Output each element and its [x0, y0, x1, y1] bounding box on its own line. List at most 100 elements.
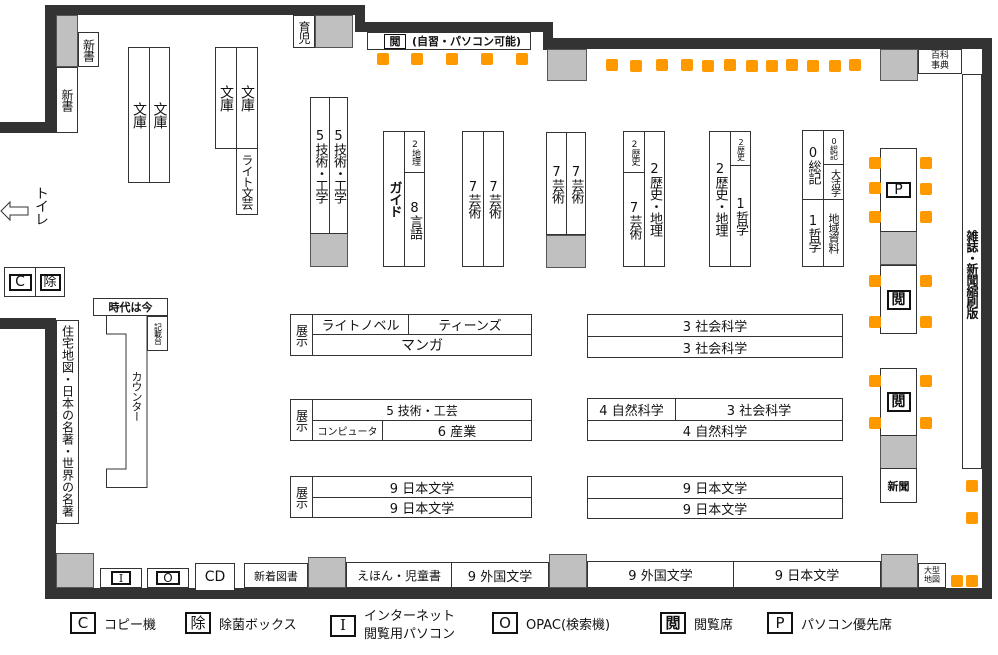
seat[interactable] — [724, 59, 736, 71]
shelf-7-geijutsu-c: 7芸術 — [546, 132, 567, 235]
seat[interactable] — [869, 182, 881, 194]
seat[interactable] — [681, 59, 693, 71]
reading-table-1[interactable]: 閲 — [880, 265, 917, 334]
wall-top-right — [543, 38, 992, 49]
legend-opac: O OPAC(検索機) — [492, 612, 610, 634]
seat[interactable] — [869, 417, 881, 429]
copy-machine-icon: C — [8, 273, 32, 291]
seat[interactable] — [481, 53, 493, 65]
pc-priority-icon: P — [767, 612, 793, 634]
shelf-9-nihon-bungaku: 9 日本文学 — [313, 477, 531, 498]
wall-top-step2 — [543, 22, 553, 50]
seat[interactable] — [446, 53, 458, 65]
seat[interactable] — [920, 275, 932, 287]
seat[interactable] — [920, 375, 932, 387]
shelf-9-nihon-bungaku: 9 日本文学 — [588, 477, 842, 499]
pc-priority-table[interactable]: P — [880, 148, 917, 232]
shelf-4-shizen-kagaku: 4 自然科学 — [588, 399, 676, 421]
seat[interactable] — [869, 275, 881, 287]
shelf-computer: コンピュータ — [313, 421, 383, 440]
seat[interactable] — [807, 60, 819, 72]
sanitizer-box[interactable]: 除 — [35, 267, 65, 297]
seat[interactable] — [516, 53, 528, 65]
shelf-hyakka-jiten: 百科事典 — [918, 49, 962, 74]
legend-internet-pc: I インターネット 閲覧用パソコン — [330, 608, 455, 643]
island-r3: 9 日本文学 9 日本文学 — [587, 476, 843, 519]
seat[interactable] — [606, 59, 618, 71]
shelf-6-sangyou: 6 産業 — [437, 425, 477, 440]
seat[interactable] — [702, 60, 714, 72]
seat[interactable] — [951, 575, 963, 587]
opac-icon: O — [156, 571, 180, 585]
pillar — [315, 15, 353, 48]
seat[interactable] — [920, 316, 932, 328]
seat[interactable] — [411, 53, 423, 65]
seat[interactable] — [869, 375, 881, 387]
island-2: 展示 5 技術・工芸 コンピュータ 6 産業 — [290, 399, 532, 441]
pillar — [547, 49, 587, 81]
counter: カウンター — [106, 316, 148, 488]
seat[interactable] — [869, 157, 881, 169]
seat[interactable] — [920, 211, 932, 223]
seat[interactable] — [829, 60, 841, 72]
pillar — [880, 231, 917, 265]
sanitizer-icon: 除 — [185, 612, 211, 634]
legend-reading-seat: 閲 閲覧席 — [660, 612, 733, 634]
seat[interactable] — [766, 60, 778, 72]
shelf-7-geijutsu-d: 7芸術 — [566, 132, 586, 235]
sanitizer-icon: 除 — [39, 273, 61, 291]
shelf-9-nihon-bungaku: 9 日本文学 — [682, 503, 748, 518]
reading-table-2[interactable]: 閲 — [880, 368, 917, 436]
seat[interactable] — [656, 59, 668, 71]
copy-machine-icon: C — [70, 612, 96, 634]
wall-left-lower-stub — [0, 318, 56, 329]
shelf-jutaku-chizu: 住宅地図・日本の名著・世界の名著 — [56, 320, 79, 524]
seat[interactable] — [869, 211, 881, 223]
shelf-shinbun: 新聞 — [880, 468, 917, 503]
seat[interactable] — [746, 60, 758, 72]
pillar — [56, 553, 94, 588]
shelf-daikatsugaku: 大活学 — [823, 164, 844, 200]
seat[interactable] — [920, 157, 932, 169]
seat[interactable] — [849, 59, 861, 71]
wall-top-left — [45, 5, 365, 15]
shelf-2-rekishi-small-a: 2歴史 — [623, 131, 645, 173]
seat[interactable] — [966, 575, 978, 587]
seat[interactable] — [377, 53, 389, 65]
copy-machine[interactable]: C — [4, 267, 36, 297]
shelf-teens: ティーンズ — [409, 315, 531, 335]
shelf-ogata-chizu: 大型地図 — [918, 563, 946, 588]
shelf-3-shakai-kagaku: 3 社会科学 — [682, 341, 748, 357]
wall-left-upper — [45, 5, 56, 133]
toilet-arrow-icon — [0, 200, 30, 226]
shelf-light-bungei: ライト文芸 — [236, 148, 258, 215]
reading-seat-icon: 閲 — [886, 392, 911, 412]
shelf-ikuji: 育児 — [293, 15, 315, 48]
opac-terminal[interactable]: O — [147, 568, 189, 588]
shelf-shinsho-top: 新書 — [78, 32, 99, 67]
shelf-2-rekishi-small-b: 2歴史 — [730, 131, 751, 166]
seat[interactable] — [786, 59, 798, 71]
seat[interactable] — [920, 417, 932, 429]
seat[interactable] — [966, 512, 978, 524]
shelf-shinchaku-tosho: 新着図書 — [244, 563, 308, 588]
wall-left-lower — [45, 318, 56, 598]
shelf-chiiki-shiryou: 地域資料 — [823, 199, 844, 267]
shelf-2-rekishi-chiri-b: 2歴史・地理 — [709, 131, 731, 267]
seat[interactable] — [966, 480, 978, 492]
internet-pc[interactable]: I — [100, 568, 142, 588]
seat[interactable] — [920, 183, 932, 195]
shelf-7-geijutsu-e: 7芸術 — [623, 172, 645, 267]
internet-pc-icon: I — [111, 571, 131, 585]
reading-seat-symbol-icon: 閲 — [384, 33, 406, 49]
tenji-label: 展示 — [291, 315, 313, 355]
pillar — [549, 554, 587, 588]
legend-pc-priority: P パソコン優先席 — [767, 612, 892, 634]
shelf-5-gijutsu-kougei: 5 技術・工芸 — [313, 400, 531, 421]
shelf-guide: ガイド — [383, 131, 405, 267]
seat[interactable] — [630, 60, 642, 72]
shelf-bunko-a2: 文庫 — [149, 47, 170, 183]
wall-top-step1 — [355, 5, 365, 28]
shelf-9-nihon-bungaku: 9 日本文学 — [389, 502, 455, 517]
seat[interactable] — [869, 316, 881, 328]
